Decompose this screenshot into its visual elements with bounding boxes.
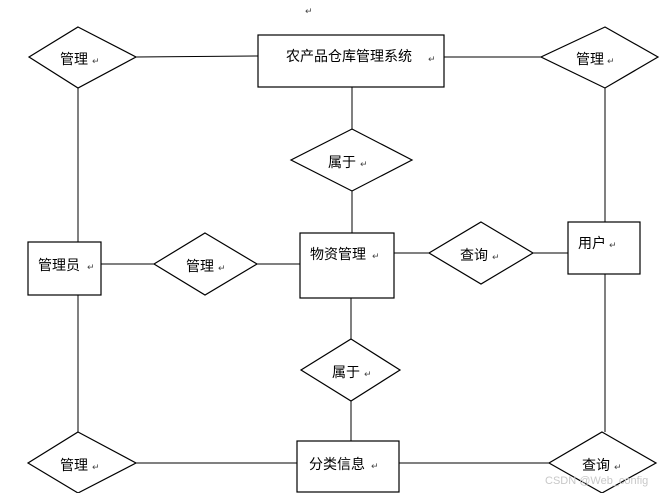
return-mark: ↵ (428, 55, 436, 65)
return-mark: ↵ (87, 263, 95, 273)
relation-belong-top-label: 属于 (328, 155, 356, 171)
entity-category: 分类信息 ↵ (296, 440, 400, 493)
relation-manage-tl: 管理 ↵ (27, 26, 138, 89)
entity-material: 物资管理 ↵ (299, 232, 395, 299)
entity-category-label: 分类信息 (309, 456, 365, 473)
return-mark: ↵ (218, 264, 226, 274)
return-mark: ↵ (607, 57, 615, 67)
relation-belong-top: 属于 ↵ (289, 128, 414, 192)
return-mark: ↵ (92, 463, 100, 473)
entity-admin: 管理员 ↵ (27, 241, 102, 296)
relation-query-mid-label: 查询 (460, 248, 488, 264)
entity-user-label: 用户 (578, 235, 606, 252)
relation-manage-bl-label: 管理 (60, 458, 88, 474)
entity-material-label: 物资管理 (310, 247, 366, 263)
return-mark: ↵ (371, 462, 379, 472)
relation-query-mid: 查询 ↵ (427, 221, 535, 285)
edges (77, 55, 606, 464)
relation-manage-tl-label: 管理 (60, 52, 88, 68)
return-mark: ↵ (92, 57, 100, 67)
relation-manage-bl: 管理 ↵ (26, 431, 138, 493)
return-mark: ↵ (372, 252, 380, 262)
return-mark: ↵ (360, 160, 368, 170)
entity-system: 农产品仓库管理系统 ↵ (257, 34, 445, 88)
relation-manage-tr: 管理 ↵ (539, 26, 660, 89)
return-mark: ↵ (364, 370, 372, 380)
return-mark: ↵ (609, 241, 617, 251)
relation-belong-bottom-label: 属于 (332, 365, 360, 381)
relation-query-br-label: 查询 (582, 458, 610, 474)
relation-belong-bottom: 属于 ↵ (299, 338, 402, 402)
watermark: CSDN @Web_config (545, 475, 648, 487)
relation-manage-tr-label: 管理 (576, 52, 604, 68)
entity-user: 用户 ↵ (567, 221, 641, 275)
relation-manage-mid: 管理 ↵ (152, 232, 259, 296)
entity-admin-label: 管理员 (38, 258, 80, 274)
relation-query-br: 查询 ↵ (547, 431, 658, 493)
relation-manage-mid-label: 管理 (186, 259, 214, 275)
return-mark: ↵ (614, 463, 622, 473)
return-mark: ↵ (492, 253, 500, 263)
edge-manage-tl-system (135, 55, 259, 58)
entity-system-label: 农产品仓库管理系统 (286, 49, 412, 65)
return-mark: ↵ (305, 7, 313, 17)
